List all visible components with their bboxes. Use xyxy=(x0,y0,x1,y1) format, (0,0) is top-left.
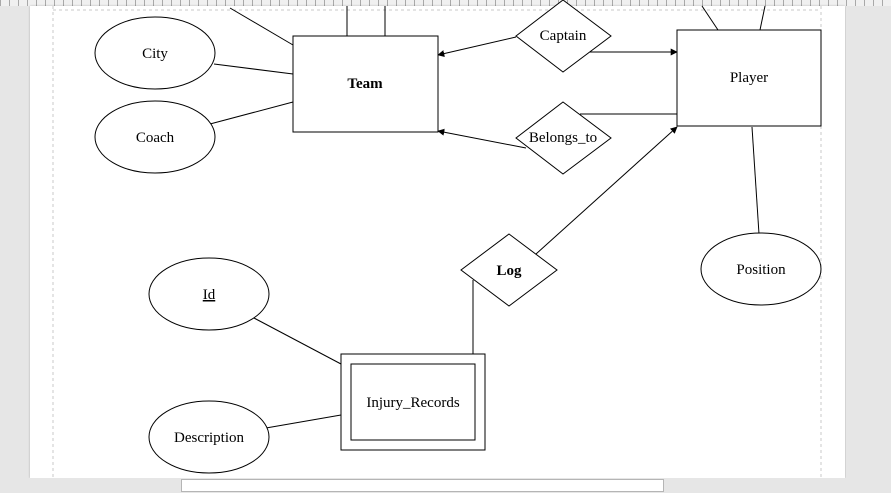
entity-player-label: Player xyxy=(730,70,768,86)
entity-player[interactable]: Player xyxy=(676,29,822,127)
ruler-ticks xyxy=(0,0,891,6)
scrollbar-thumb[interactable] xyxy=(181,479,664,492)
weak-entity-inner-box xyxy=(350,363,476,441)
connectors xyxy=(209,5,766,429)
relationship-log-diamond xyxy=(460,233,558,307)
city-team-line xyxy=(213,63,294,75)
entity-team[interactable]: Team xyxy=(292,35,439,133)
attribute-description[interactable]: Description xyxy=(148,400,270,474)
attribute-id-label: Id xyxy=(203,287,216,303)
attribute-position-label: Position xyxy=(736,262,786,278)
attribute-city[interactable]: City xyxy=(94,16,216,90)
attribute-city-label: City xyxy=(142,46,168,62)
attribute-coach-label: Coach xyxy=(136,130,175,146)
belongs-to-team-arrow xyxy=(437,128,527,149)
attribute-description-label: Description xyxy=(174,430,244,446)
position-player-line xyxy=(751,126,760,235)
workspace-margin xyxy=(846,6,891,478)
relationship-captain[interactable]: Captain xyxy=(515,0,612,73)
relationship-belongs-to-label: Belongs_to xyxy=(529,130,597,146)
attribute-position-ellipse xyxy=(700,232,822,306)
player-connector-top-1 xyxy=(701,5,719,31)
relationship-captain-label: Captain xyxy=(540,28,587,44)
attribute-description-ellipse xyxy=(148,400,270,474)
player-connector-top-2 xyxy=(759,5,766,31)
horizontal-ruler xyxy=(0,0,891,6)
attribute-coach[interactable]: Coach xyxy=(94,100,216,174)
attribute-id[interactable]: Id xyxy=(148,257,270,331)
attribute-city-ellipse xyxy=(94,16,216,90)
captain-team-arrow xyxy=(437,36,517,57)
attribute-position[interactable]: Position xyxy=(700,232,822,306)
weak-entity-injury-records[interactable]: Injury_Records xyxy=(340,353,486,451)
entity-player-box xyxy=(676,29,822,127)
team-connector-top-left xyxy=(229,7,294,46)
log-player-arrow xyxy=(535,126,678,255)
relationship-log[interactable]: Log xyxy=(460,233,558,307)
entity-injury-records-label: Injury_Records xyxy=(366,395,459,411)
attribute-id-ellipse xyxy=(148,257,270,331)
id-injury-line xyxy=(253,317,342,365)
relationship-belongs-to-diamond xyxy=(515,101,612,175)
coach-team-line xyxy=(209,101,294,125)
entity-team-box xyxy=(292,35,439,133)
description-injury-line xyxy=(265,414,342,429)
relationship-belongs-to[interactable]: Belongs_to xyxy=(515,101,612,175)
attribute-coach-ellipse xyxy=(94,100,216,174)
entity-team-label: Team xyxy=(347,76,383,92)
relationship-log-label: Log xyxy=(496,263,522,279)
relationship-captain-diamond xyxy=(515,0,612,73)
